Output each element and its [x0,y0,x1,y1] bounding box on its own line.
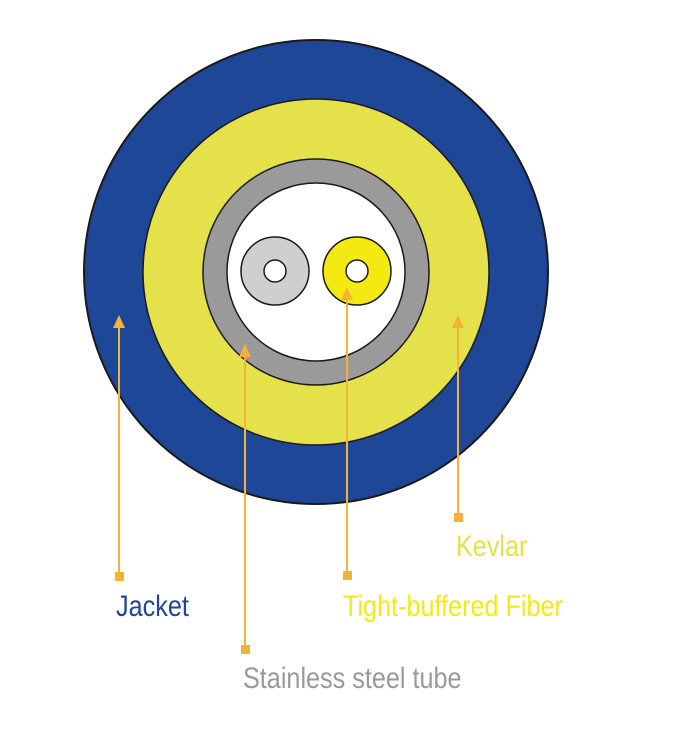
stainless-steel-tube-label: Stainless steel tube [243,662,462,695]
stainless-steel-tube-pointer [239,344,251,654]
jacket-label: Jacket [116,590,189,623]
kevlar-pointer [452,315,464,522]
tight-buffered-fiber-label: Tight-buffered Fiber [343,590,563,623]
tube-interior [226,182,406,362]
jacket-pointer [113,315,125,581]
kevlar-label: Kevlar [456,530,528,563]
fiber-left-core [263,259,287,283]
tight-buffered-fiber-pointer [341,287,353,580]
fiber-right-core [345,259,369,283]
